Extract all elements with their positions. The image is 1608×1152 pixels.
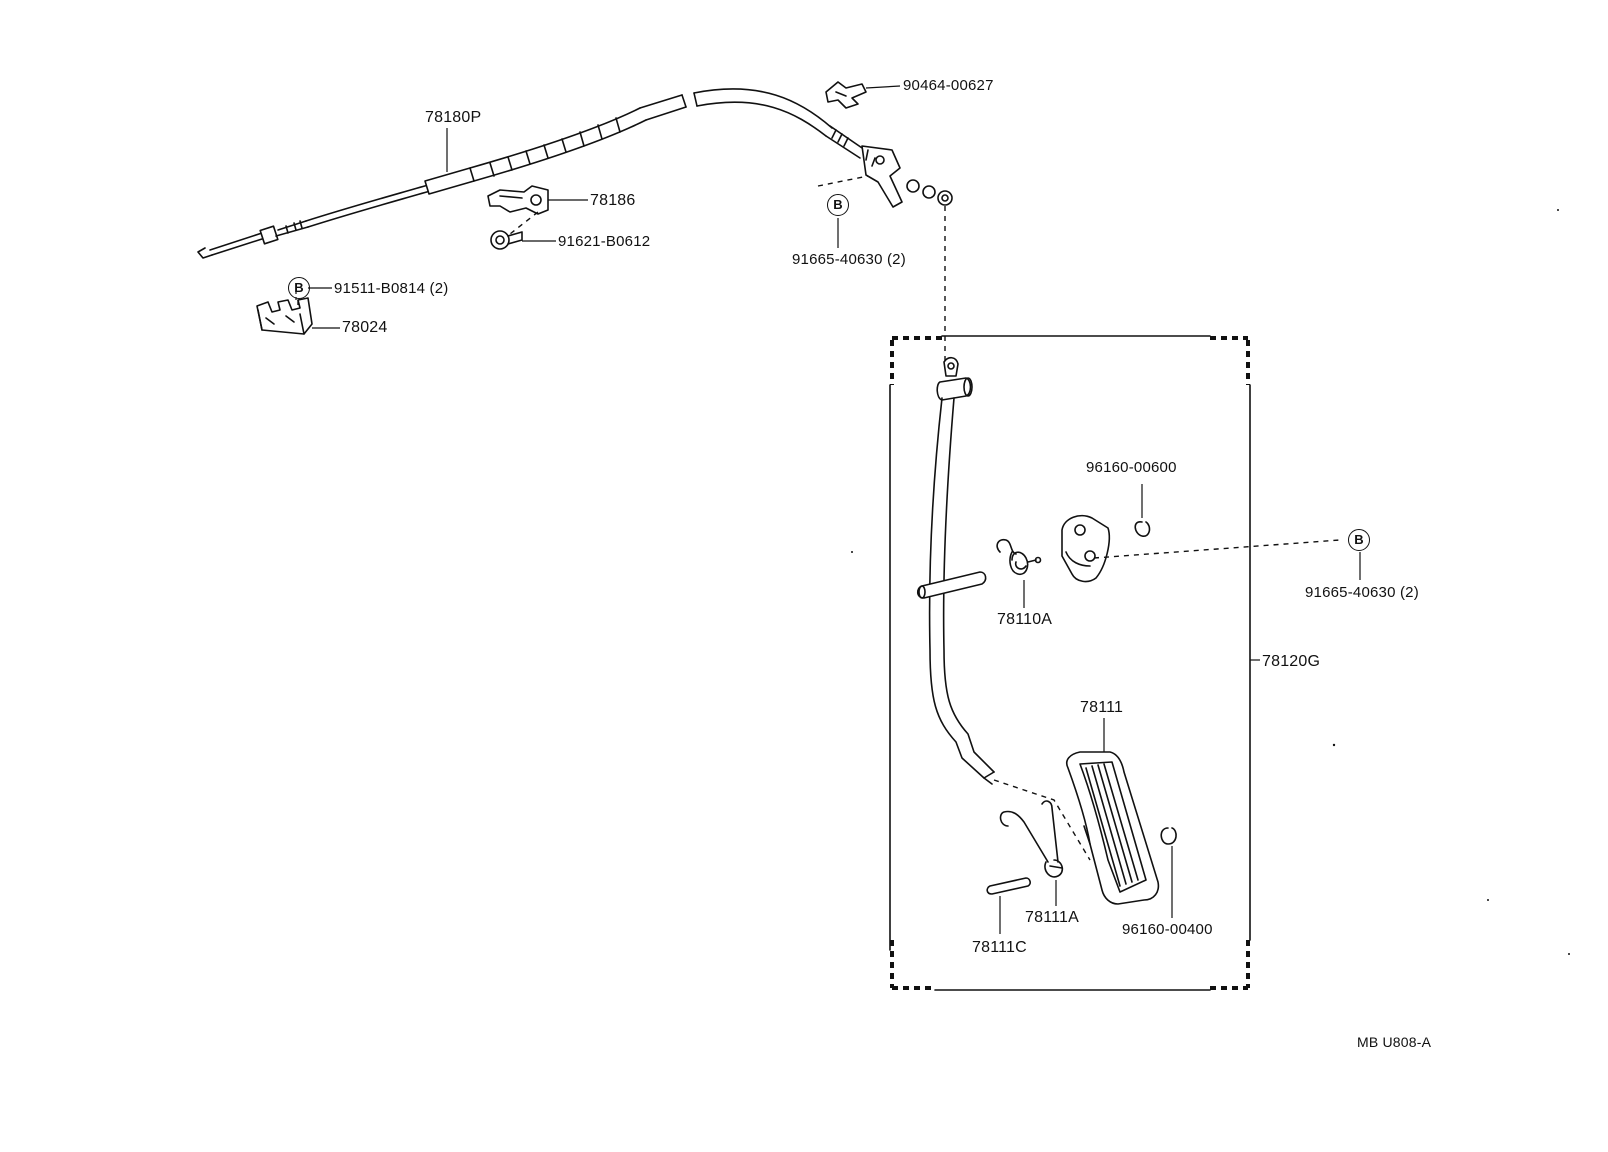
label-return-spring: 78111A (1025, 909, 1079, 926)
label-pedal-pad: 78111 (1080, 699, 1124, 716)
label-cable-assy: 78180P (425, 109, 482, 126)
accelerator-cable (197, 88, 953, 259)
spring-part (996, 538, 1042, 608)
label-bracket-clamp: 78024 (342, 319, 388, 336)
pin-part (986, 877, 1031, 934)
marker-b-top: B (827, 194, 849, 216)
label-spring: 78110A (997, 611, 1053, 628)
label-ring-lower: 96160-00400 (1122, 921, 1213, 938)
label-bolt-b-left: 91511-B0814 (2) (334, 280, 449, 297)
return-spring-part (999, 800, 1064, 906)
marker-b-right: B (1348, 529, 1370, 551)
label-clamp: 78186 (590, 192, 636, 209)
label-clip-top: 90464-00627 (903, 77, 994, 94)
drawing-code: MB U808-A (1357, 1034, 1432, 1050)
bolt-part (490, 211, 556, 250)
marker-b-left: B (288, 277, 310, 299)
label-pin: 78111C (972, 939, 1027, 956)
label-pedal-assy: 78120G (1262, 653, 1321, 670)
clip-top-part (825, 81, 901, 109)
clamp-part (487, 185, 588, 215)
label-bolt: 91621-B0612 (558, 233, 651, 250)
snap-ring-upper (1134, 484, 1151, 537)
label-bolt-b-top: 91665-40630 (2) (792, 251, 906, 268)
label-ring-upper: 96160-00600 (1086, 459, 1177, 476)
pedal-pad-part (1065, 718, 1160, 905)
pedal-bracket (1061, 514, 1111, 583)
pedal-assembly-frame (889, 335, 1260, 991)
snap-ring-lower (1160, 827, 1177, 918)
label-bolt-b-right: 91665-40630 (2) (1305, 584, 1419, 601)
pedal-lever (916, 356, 995, 785)
bracket-clamp-part (256, 291, 340, 335)
